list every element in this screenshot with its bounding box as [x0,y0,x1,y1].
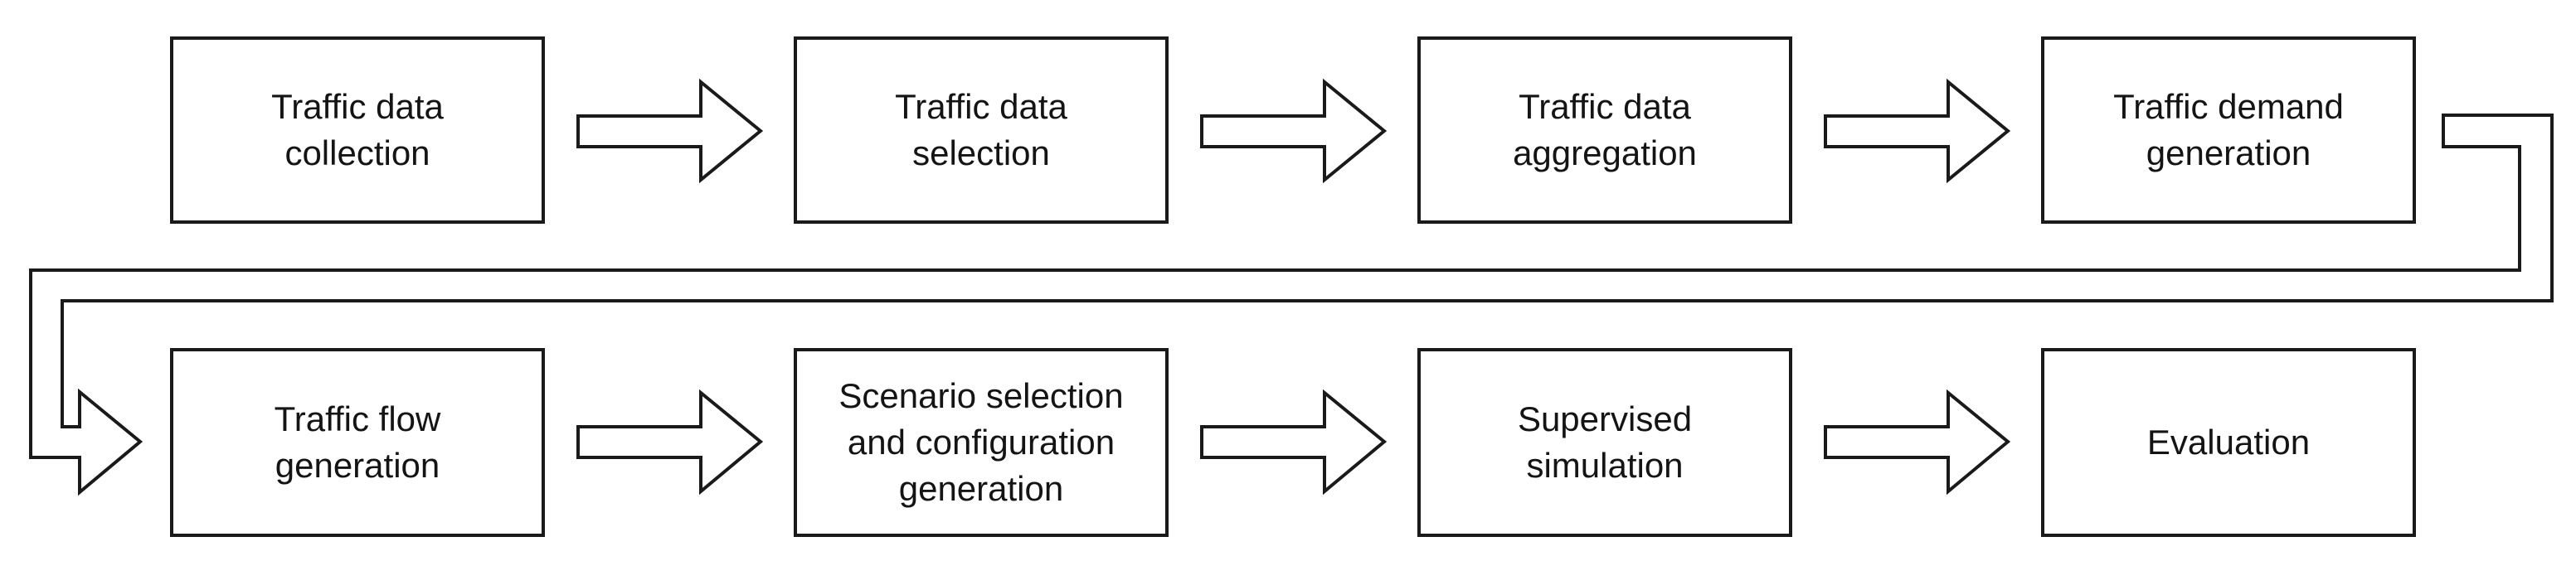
flow-arrow-1-icon [576,78,764,184]
step-box-evaluation: Evaluation [2041,348,2416,537]
flow-arrow-4-icon [576,389,764,496]
step-box-traffic-flow-generation: Traffic flow generation [170,348,545,537]
step-box-traffic-demand-generation: Traffic demand generation [2041,36,2416,224]
step-box-traffic-data-selection: Traffic data selection [794,36,1169,224]
row-wrap-connector-arrow-icon [29,114,2554,496]
flow-arrow-5-icon [1200,389,1388,496]
flow-arrow-2-icon [1200,78,1388,184]
step-box-scenario-selection-and-configuration-generation: Scenario selection and configuration gen… [794,348,1169,537]
flow-arrow-6-icon [1824,389,2011,496]
step-box-traffic-data-aggregation: Traffic data aggregation [1417,36,1792,224]
step-box-supervised-simulation: Supervised simulation [1417,348,1792,537]
step-box-traffic-data-collection: Traffic data collection [170,36,545,224]
flow-arrow-3-icon [1824,78,2011,184]
